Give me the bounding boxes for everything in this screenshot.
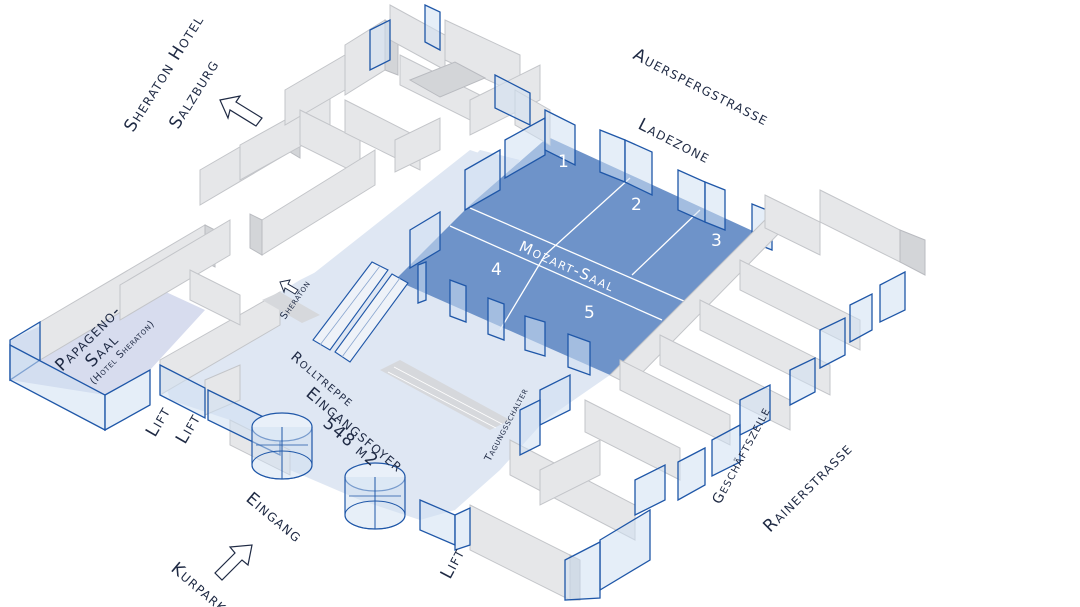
- revolving-door-1: [251, 412, 313, 480]
- section-1: 1: [558, 152, 569, 172]
- glass-facades: [9, 3, 906, 601]
- walls: [39, 4, 926, 601]
- section-3: 3: [711, 231, 722, 251]
- section-5: 5: [584, 303, 595, 323]
- counter: [380, 360, 510, 430]
- corridor-floor: [280, 150, 500, 315]
- arrow-up-left-icon: [279, 279, 299, 295]
- section-2: 2: [631, 195, 642, 215]
- label-lift-3: Lift: [437, 545, 470, 583]
- papageno-floor: [10, 280, 205, 395]
- arrow-up-right-icon: [214, 544, 253, 581]
- label-rainerstrasse: Rainerstrasse: [759, 439, 857, 537]
- sheraton-counter: [262, 292, 320, 323]
- label-eingang: Eingang: [242, 489, 307, 548]
- escalator: [312, 261, 409, 363]
- section-4: 4: [491, 260, 502, 280]
- label-lift-1: Lift: [142, 403, 175, 441]
- arrow-up-left-icon: [219, 95, 263, 127]
- revolving-door-2: [344, 462, 406, 530]
